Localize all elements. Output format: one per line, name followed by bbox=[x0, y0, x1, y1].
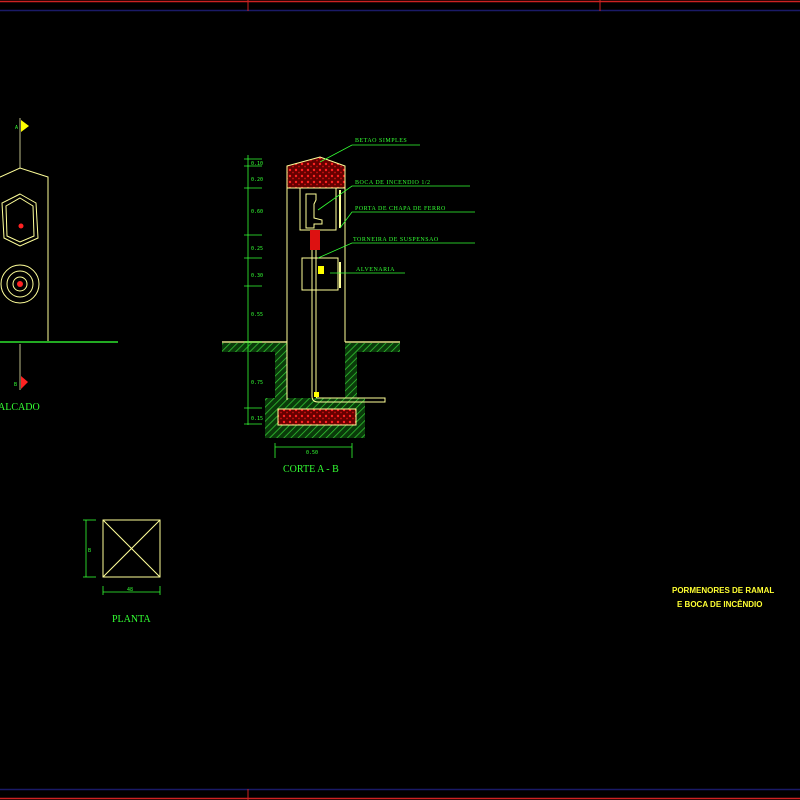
fire-hydrant-door-hexagon bbox=[1, 193, 39, 247]
dim-label: 0.20 bbox=[251, 177, 263, 183]
plan-dim-vertical: B bbox=[88, 548, 91, 554]
plan-title: PLANTA bbox=[112, 614, 151, 625]
elevation-view bbox=[0, 118, 118, 390]
dim-label: 0.50 bbox=[306, 450, 318, 456]
dim-label: 0.55 bbox=[251, 312, 263, 318]
sheet-title-line-1: PORMENORES DE RAMAL bbox=[672, 586, 774, 595]
concrete-footing bbox=[277, 408, 357, 426]
callout-alvenaria: ALVENARIA bbox=[356, 267, 395, 273]
section-flag-bottom bbox=[21, 376, 28, 389]
valve-circle bbox=[0, 264, 40, 304]
plan-dim-horizontal: 48 bbox=[127, 587, 133, 593]
sheet-title-line-2: E BOCA DE INCÊNDIO bbox=[677, 600, 763, 609]
callout-porta-chapa: PORTA DE CHAPA DE FERRO bbox=[355, 206, 446, 212]
section-flag-top bbox=[21, 120, 29, 132]
section-mark-a: A bbox=[15, 125, 18, 131]
section-title: CORTE A - B bbox=[283, 464, 339, 475]
callout-torneira: TORNEIRA DE SUSPENSAO bbox=[353, 237, 439, 243]
elevation-title: ALCADO bbox=[0, 402, 40, 413]
callout-betao-simples: BETAO SIMPLES bbox=[355, 138, 407, 144]
callout-boca-incendio: BOCA DE INCENDIO 1/2 bbox=[355, 180, 431, 186]
plan-view: B 48 PLANTA bbox=[83, 519, 161, 625]
fire-hydrant bbox=[305, 193, 323, 229]
section-view: 0.10 0.20 0.60 0.25 0.30 0.55 0.75 0.15 … bbox=[222, 138, 475, 475]
concrete-cap bbox=[286, 156, 346, 189]
dim-label: 0.60 bbox=[251, 209, 263, 215]
dim-label: 0.30 bbox=[251, 273, 263, 279]
dim-label: 0.25 bbox=[251, 246, 263, 252]
dim-label: 0.15 bbox=[251, 416, 263, 422]
dim-label: 0.75 bbox=[251, 380, 263, 386]
section-mark-b: B bbox=[14, 382, 17, 388]
dim-label: 0.10 bbox=[251, 161, 263, 167]
